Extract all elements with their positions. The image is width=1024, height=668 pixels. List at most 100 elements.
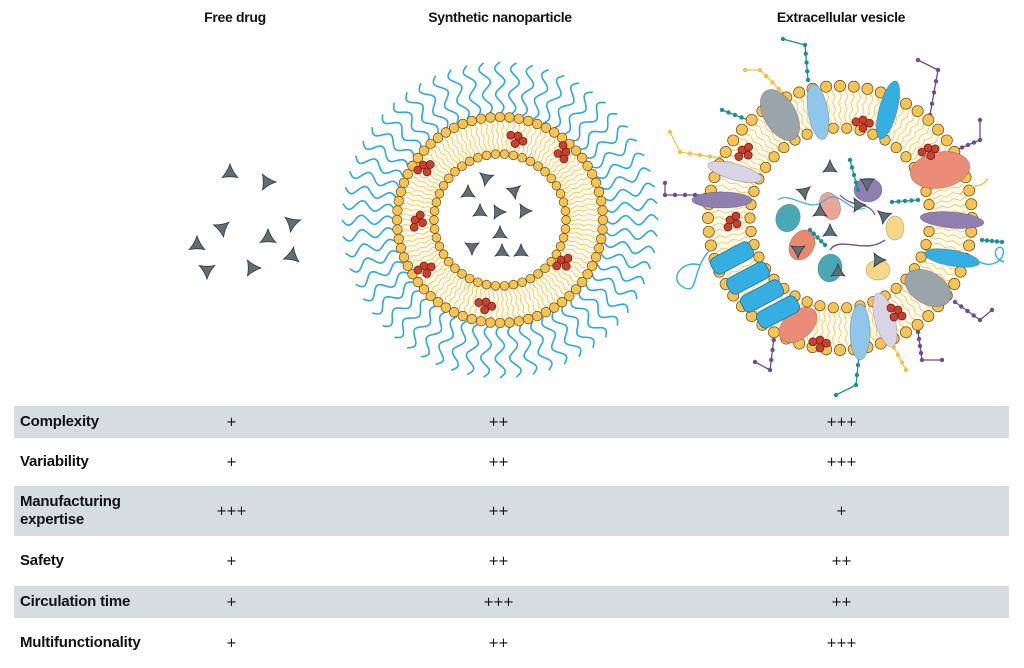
lipid-tail: [556, 164, 584, 183]
lipid-tail: [402, 235, 435, 245]
drug-molecule-icon: [491, 224, 509, 239]
glycan-sugar: [929, 101, 935, 106]
glycan-sugar: [739, 115, 744, 120]
lipid-head: [556, 297, 568, 308]
lipid-tail: [489, 120, 496, 153]
lipid-head: [861, 82, 874, 95]
lipid-head: [560, 206, 571, 216]
glycan-sugar: [903, 367, 909, 373]
lipid-tail: [812, 306, 823, 344]
lipid-head: [577, 276, 588, 288]
lipid-head: [523, 313, 534, 325]
peg-chain: [578, 112, 618, 150]
lipid-tail: [484, 120, 491, 153]
lipid-tail: [513, 286, 522, 319]
cell-extracellular-vesicle: ++: [831, 553, 852, 569]
peg-chain: [561, 305, 595, 349]
lipid-head: [412, 276, 423, 288]
lipid-tail: [541, 273, 563, 299]
peg-chain: [479, 324, 493, 378]
lipid-head: [432, 297, 444, 308]
lipid-tail: [900, 284, 927, 313]
drug-molecule-icon: [853, 196, 868, 214]
lipid-head: [753, 251, 765, 263]
lipid-head: [466, 313, 477, 325]
lipid-head: [457, 118, 468, 130]
lipid-tail: [537, 136, 556, 164]
peg-chain: [362, 271, 409, 302]
lipid-head: [429, 206, 440, 216]
lipid-head: [499, 281, 510, 291]
cargo-cluster-icon: [926, 151, 936, 160]
drug-molecule-icon: [478, 172, 495, 188]
lipid-tail: [711, 209, 751, 215]
table-row-complexity: Complexity + ++ +++: [14, 406, 1009, 438]
lipid-head: [827, 302, 839, 314]
glycan-sugar: [851, 172, 857, 178]
lipid-head: [395, 186, 407, 197]
lipid-head: [508, 150, 519, 161]
lipid-tail: [544, 270, 567, 296]
glycan-sugar: [732, 112, 738, 118]
peg-chain: [348, 170, 400, 188]
cell-free-drug: +++: [216, 503, 247, 519]
glycan-sugar: [965, 308, 970, 314]
lipid-head: [425, 290, 436, 302]
lipid-head: [922, 310, 935, 323]
peg-chain: [371, 127, 415, 158]
peg-chain: [530, 320, 553, 371]
glycan-sugar: [752, 359, 758, 365]
glycan-sugar: [855, 362, 861, 368]
lipid-head: [558, 197, 569, 207]
transmembrane-protein: [759, 89, 801, 141]
lipid-tail: [430, 268, 454, 293]
lipid-tail: [920, 257, 955, 276]
lipid-head: [481, 150, 492, 161]
lipid-head: [513, 113, 525, 124]
lipid-tail: [567, 207, 600, 213]
protein-loop: [979, 246, 1005, 265]
lipid-head: [418, 145, 430, 156]
glycan-sugar: [726, 110, 731, 115]
lipid-tail: [462, 127, 475, 157]
lipid-head: [932, 123, 945, 136]
glycan-sugar: [977, 117, 983, 123]
lipid-tail: [798, 96, 812, 133]
lipid-tail: [758, 119, 783, 149]
lipid-tail: [831, 307, 837, 347]
lipid-tail: [567, 218, 601, 222]
lipid-tail: [748, 128, 776, 156]
transmembrane-protein: [924, 248, 980, 268]
lipid-head: [911, 318, 924, 331]
glycan-sugar: [770, 80, 775, 85]
lipid-head: [847, 80, 860, 93]
drug-molecule-icon: [505, 185, 522, 201]
lipid-head: [464, 273, 475, 284]
table-row-manufacturing-expertise: Manufacturing expertise +++ ++ +: [14, 486, 1009, 536]
glycan-sugar: [931, 90, 937, 95]
lipid-head: [814, 300, 826, 312]
lipid-head: [540, 167, 550, 177]
lipid-head: [466, 115, 477, 127]
lipid-tail: [495, 119, 500, 153]
lipid-tail: [439, 273, 460, 300]
lipid-tail: [403, 191, 435, 202]
cell-extracellular-vesicle: +++: [826, 635, 857, 651]
glycan-sugar: [939, 357, 945, 363]
glycan-sugar: [819, 239, 824, 244]
glycan-sugar: [899, 360, 905, 365]
glycan-sugar: [804, 60, 809, 65]
lipid-tail: [429, 148, 453, 172]
lipid-head: [570, 284, 582, 295]
cargo-cluster-icon: [889, 312, 899, 322]
lipid-tail: [717, 178, 755, 192]
lipid-head: [597, 205, 608, 216]
lipid-tail: [928, 196, 967, 205]
cargo-cluster-icon: [865, 118, 874, 128]
lipid-head: [704, 239, 717, 252]
lipid-head: [587, 168, 598, 180]
lipid-head: [402, 168, 413, 180]
lipid-head: [555, 241, 566, 252]
table-row-circulation-time: Circulation time + +++ ++: [14, 586, 1009, 618]
cell-extracellular-vesicle: +: [836, 503, 847, 519]
